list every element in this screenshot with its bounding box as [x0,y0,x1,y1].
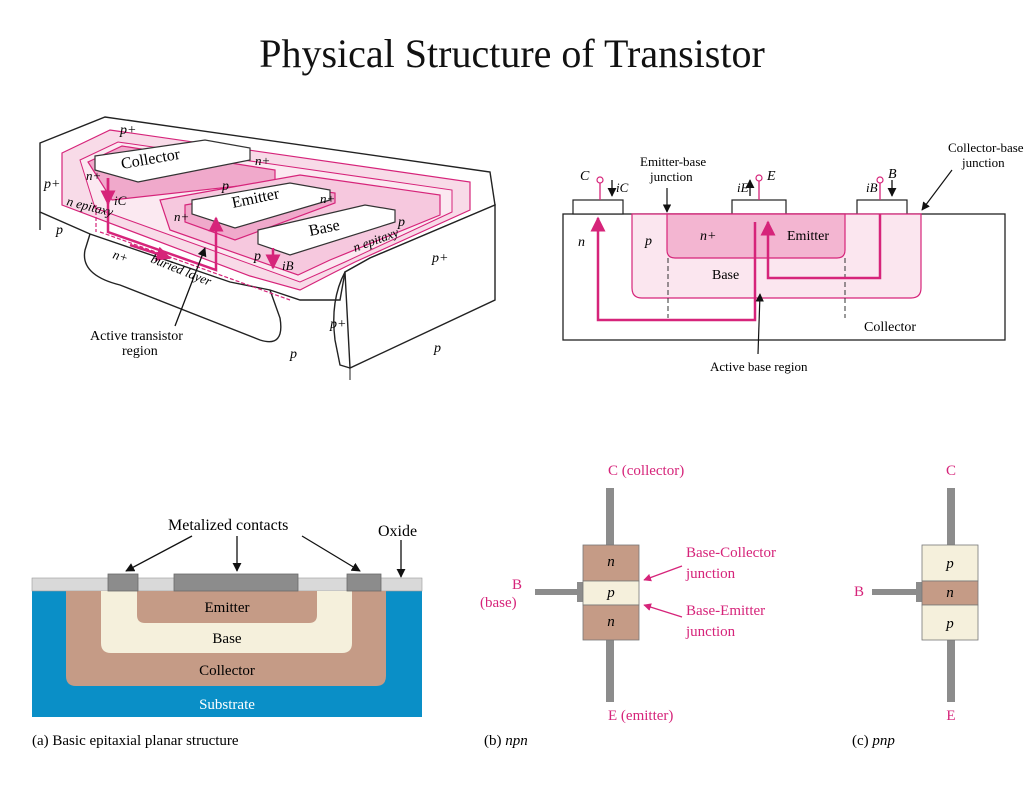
label-ic-3d: iC [114,193,127,208]
label-p-plus-right: p+ [431,251,448,266]
label-p-2: p [397,215,405,230]
page-title: Physical Structure of Transistor [259,31,765,76]
label-active-region-2: region [122,344,158,359]
cross-label-emitter: Emitter [787,229,829,244]
cross-label-e: E [766,169,776,184]
cross-collector-base-2: junction [961,155,1005,170]
fig-b-base-label: (base) [480,595,517,611]
fig-c-b-label: B [854,584,864,600]
cross-label-base: Base [712,268,739,283]
label-p-left: p [55,223,63,238]
fig-3d-structure: p+ p+ p+ p+ Collector Emitter Base n+ n+… [39,116,496,380]
label-n-plus-4: n+ [174,209,189,224]
fig-a-emitter-label: Emitter [205,600,250,616]
fig-c-bot-layer: p [945,616,954,632]
cross-collector-base-1: Collector-base [948,140,1024,155]
fig-a-metalized-label: Metalized contacts [168,517,288,534]
fig-a-oxide-label: Oxide [378,523,417,540]
label-active-region-1: Active transistor [90,329,183,344]
label-p-right: p [433,341,441,356]
fig-b-c-label: C (collector) [608,463,684,479]
cross-label-ie: iE [737,180,749,195]
fig-a-substrate-label: Substrate [199,697,255,713]
label-p-plus-left: p+ [43,177,60,192]
cross-emitter-base-1: Emitter-base [640,154,706,169]
label-p-plus-top: p+ [119,123,136,138]
fig-b-top-layer: n [607,554,615,570]
cross-label-c: C [580,169,590,184]
cross-label-collector: Collector [864,320,916,335]
fig-b-npn: C (collector) E (emitter) B (base) n p n… [480,463,776,749]
label-n-plus-1: n+ [255,153,270,168]
fig-c-c-label: C [946,463,956,479]
fig-b-be-line2: junction [685,624,736,640]
fig-b-caption: (b) npn [484,733,528,749]
fig-c-mid-layer: n [946,585,954,601]
cross-label-b: B [888,167,897,182]
fig-b-be-line1: Base-Emitter [686,603,765,619]
fig-c-pnp: C E B p n p (c) pnp [852,463,979,749]
label-base-3d: Base [307,217,341,240]
fig-a-planar: Metalized contacts Oxide Emitter Base Co… [31,517,423,749]
label-p-bottom: p [289,347,297,362]
label-n-plus-2: n+ [86,168,101,183]
label-ib-3d: iB [282,258,294,273]
fig-c-e-label: E [946,708,955,724]
cross-label-ib: iB [866,180,878,195]
cross-label-n-plus: n+ [700,229,716,244]
fig-c-caption: (c) pnp [852,733,895,749]
cross-label-p: p [644,234,652,249]
fig-b-e-label: E (emitter) [608,708,673,724]
fig-b-mid-layer: p [606,585,615,601]
fig-b-bot-layer: n [607,614,615,630]
fig-cross-section: C iC E iE B iB Emitter-base junction Col… [562,140,1024,374]
cross-label-active-base: Active base region [710,359,808,374]
cross-emitter-base-2: junction [649,169,693,184]
fig-a-base-label: Base [212,631,242,647]
fig-c-top-layer: p [945,556,954,572]
cross-label-ic: iC [616,180,629,195]
label-n-plus-buried: n+ [111,247,130,266]
fig-b-bc-line1: Base-Collector [686,545,776,561]
fig-b-b-label: B [512,577,522,593]
fig-a-collector-label: Collector [199,663,255,679]
label-p-plus-lower: p+ [329,317,346,332]
label-n-plus-3: n+ [320,191,335,206]
cross-label-n: n [578,235,585,250]
fig-b-bc-line2: junction [685,566,736,582]
label-p-1: p [221,179,229,194]
fig-a-caption: (a) Basic epitaxial planar structure [32,733,239,749]
label-p-3: p [253,249,261,264]
